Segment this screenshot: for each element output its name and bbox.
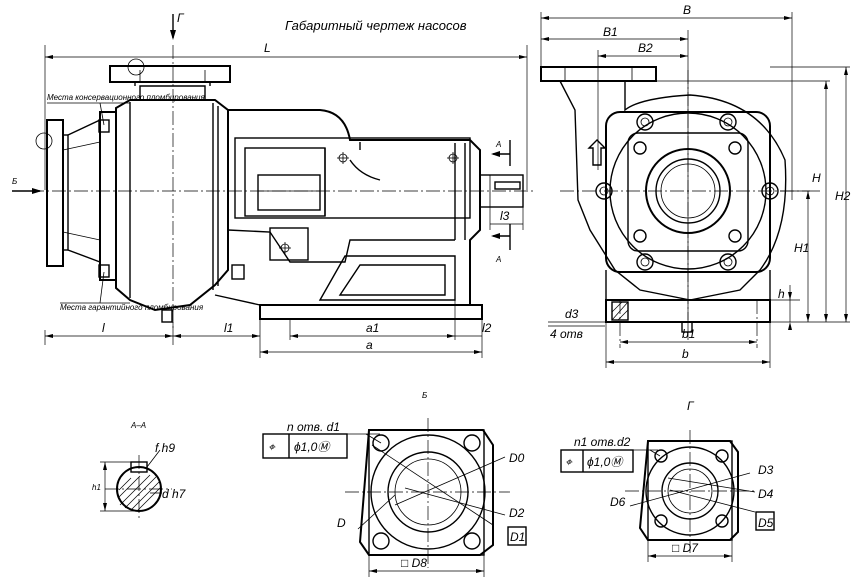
tolerance-position-value: ϕ1,0Ⓜ (294, 440, 331, 454)
dim-h1-label: h1 (92, 483, 101, 492)
dim-b1-label: b1 (682, 327, 695, 341)
section-aa: А–А h1 f h9 d h7 (92, 421, 187, 520)
dim-d3-label: d3 (565, 307, 579, 321)
holes-4-note: 4 отв (550, 327, 583, 341)
dim-D-label: D (337, 516, 346, 530)
section-a-mark-top: A (495, 140, 501, 149)
dim-b-label: b (682, 347, 689, 361)
dim-l1-label: l1 (224, 321, 233, 335)
dim-D6-label: D6 (610, 495, 626, 509)
dim-H-label: H (812, 171, 821, 185)
tolerance-g-symbol: ⌖ (565, 455, 573, 469)
view-b-arrow-label: Б (12, 177, 17, 186)
tolerance-g-value: ϕ1,0Ⓜ (587, 455, 624, 469)
dim-D2-label: D2 (509, 506, 525, 520)
section-aa-title: А–А (130, 421, 146, 430)
flange-g-title: Г (687, 399, 695, 413)
holes-n1-d2-note: n1 отв.d2 (574, 435, 631, 449)
flange-b-view: Б ⌖ ϕ1,0Ⓜ n отв. d1 D0 D2 D1 D □ D8 (262, 391, 527, 577)
dim-a1-label: a1 (366, 321, 379, 335)
section-a-mark-bottom: A (495, 255, 501, 264)
flange-b-title: Б (422, 391, 427, 400)
fit-f-label: f h9 (155, 441, 175, 455)
dim-h-label: h (778, 287, 785, 301)
dim-a-label: a (366, 338, 373, 352)
dim-l2-label: l2 (482, 321, 492, 335)
note-guarantee-seal: Места гарантийного пломбирования (60, 303, 204, 312)
front-nuts (595, 113, 779, 271)
holes-n-d1-note: n отв. d1 (287, 420, 340, 434)
dim-l3-label: l3 (500, 209, 510, 223)
tolerance-position-symbol: ⌖ (268, 440, 276, 454)
dim-H1-label: H1 (794, 241, 809, 255)
view-g-arrow-label: Г (177, 11, 185, 25)
dim-D1-label: D1 (510, 530, 525, 544)
dim-D0-label: D0 (509, 451, 525, 465)
dim-l-label: l (102, 321, 105, 335)
note-conservation-seal: Места консервационного пломбирования (47, 93, 205, 102)
front-view: B B1 B2 (540, 3, 851, 368)
dim-D5-label: D5 (758, 516, 774, 530)
drawing-title: Габаритный чертеж насосов (285, 18, 467, 33)
dim-D4-label: D4 (758, 487, 774, 501)
dim-B1-label: B1 (603, 25, 618, 39)
fit-d-label: d h7 (162, 487, 187, 501)
dim-D7-label: □ D7 (672, 541, 699, 555)
dim-L-label: L (264, 41, 271, 55)
dim-H2-label: H2 (835, 189, 851, 203)
flange-g-view: Г ⌖ ϕ1,0Ⓜ n1 отв.d2 D3 D4 D5 D6 □ D7 (560, 399, 775, 562)
dim-B-label: B (683, 3, 691, 17)
dim-B2-label: B2 (638, 41, 653, 55)
dim-D3-label: D3 (758, 463, 774, 477)
dim-D8-label: □ D8 (401, 556, 427, 570)
side-view: L Г Б (12, 11, 535, 358)
